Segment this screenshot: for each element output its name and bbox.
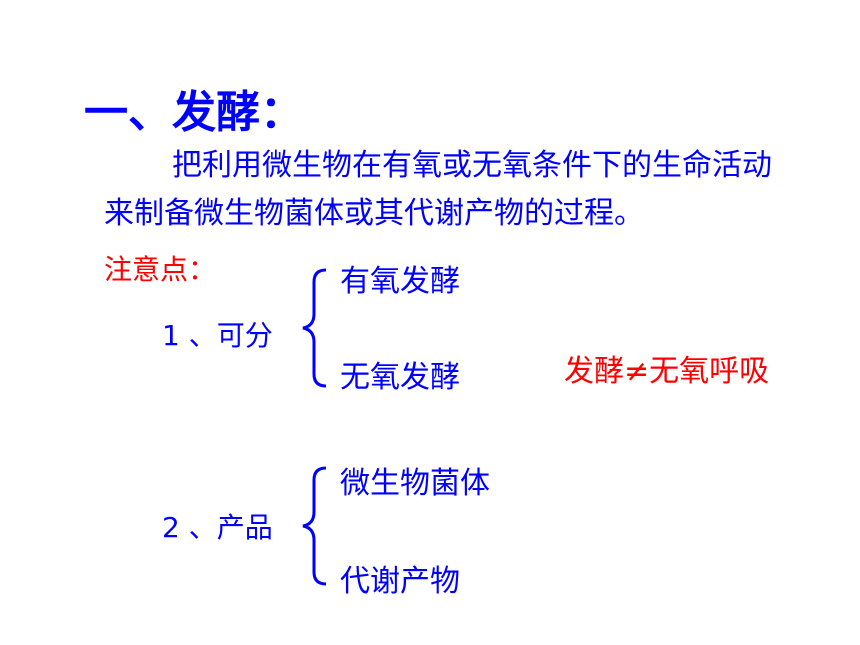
definition-line-2: 来制备微生物菌体或其代谢产物的过程。 (104, 196, 644, 231)
definition-line-1: 把利用微生物在有氧或无氧条件下的生命活动 (172, 148, 772, 183)
point-2-brace-icon (302, 466, 327, 586)
point-1-item-aerobic: 有氧发酵 (340, 264, 460, 299)
point-1-item-anaerobic: 无氧发酵 (340, 360, 460, 395)
point-2-item-metabolites: 代谢产物 (340, 564, 460, 599)
slide-title: 一、发酵： (84, 87, 304, 138)
note-label: 注意点： (104, 253, 217, 286)
point-1-label: 1 、可分 (162, 319, 273, 352)
point-2-item-biomass: 微生物菌体 (340, 466, 490, 501)
point-2-label: 2 、产品 (162, 511, 273, 544)
point-1-brace-icon (302, 268, 327, 388)
remark-text: 发酵≠无氧呼吸 (564, 354, 770, 389)
